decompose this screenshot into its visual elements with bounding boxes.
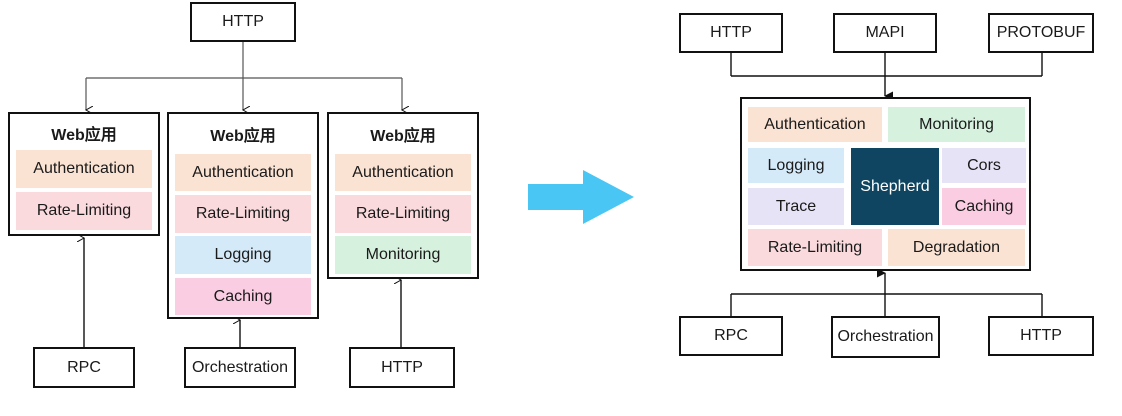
gateway-logging: Logging	[748, 148, 844, 183]
left-http-bottom-source-label: HTTP	[381, 358, 423, 376]
left-http-source: HTTP	[190, 2, 296, 42]
right-mapi-source: MAPI	[833, 13, 937, 53]
web-app-1-rate-limiting: Rate-Limiting	[16, 192, 152, 230]
right-http-source-label: HTTP	[710, 24, 752, 41]
right-mapi-source-label: MAPI	[865, 24, 905, 41]
web-app-3-monitoring: Monitoring	[335, 236, 471, 274]
gateway-cors: Cors	[942, 148, 1026, 183]
web-app-3: Web应用 Authentication Rate-Limiting Monit…	[327, 112, 479, 279]
web-app-3-authentication: Authentication	[335, 154, 471, 191]
web-app-2-caching: Caching	[175, 278, 311, 315]
left-http-bottom-source: HTTP	[349, 347, 455, 388]
gateway-rate-limiting: Rate-Limiting	[748, 229, 882, 266]
right-protobuf-source-label: PROTOBUF	[996, 24, 1086, 41]
web-app-2: Web应用 Authentication Rate-Limiting Loggi…	[167, 112, 319, 319]
gateway-trace: Trace	[748, 188, 844, 225]
gateway-monitoring: Monitoring	[888, 107, 1025, 142]
gateway-caching: Caching	[942, 188, 1026, 225]
web-app-2-title: Web应用	[210, 128, 276, 145]
gateway-shepherd: Shepherd	[851, 148, 939, 225]
web-app-1-authentication: Authentication	[16, 150, 152, 188]
right-http-bottom-source-label: HTTP	[1020, 327, 1062, 344]
right-protobuf-source: PROTOBUF	[988, 13, 1094, 53]
web-app-2-authentication: Authentication	[175, 154, 311, 191]
right-rpc-source: RPC	[679, 316, 783, 356]
right-orchestration-source: Orchestration	[831, 316, 940, 358]
right-orchestration-source-label: Orchestration	[837, 328, 934, 345]
web-app-2-logging: Logging	[175, 236, 311, 274]
shepherd-gateway: Authentication Monitoring Logging Shephe…	[740, 97, 1031, 271]
web-app-3-title: Web应用	[370, 128, 436, 145]
web-app-3-rate-limiting: Rate-Limiting	[335, 195, 471, 233]
gateway-authentication: Authentication	[748, 107, 882, 142]
transition-arrow-icon	[528, 170, 634, 224]
web-app-1-title: Web应用	[51, 127, 117, 144]
right-http-source: HTTP	[679, 13, 783, 53]
left-http-source-label: HTTP	[222, 13, 264, 30]
web-app-1: Web应用 Authentication Rate-Limiting	[8, 112, 160, 236]
left-orchestration-source: Orchestration	[184, 347, 296, 388]
gateway-degradation: Degradation	[888, 229, 1025, 266]
right-http-bottom-source: HTTP	[988, 316, 1094, 356]
left-rpc-source: RPC	[33, 347, 135, 388]
left-rpc-source-label: RPC	[67, 358, 101, 376]
left-orchestration-source-label: Orchestration	[191, 358, 289, 376]
web-app-2-rate-limiting: Rate-Limiting	[175, 195, 311, 233]
right-rpc-source-label: RPC	[714, 327, 748, 344]
